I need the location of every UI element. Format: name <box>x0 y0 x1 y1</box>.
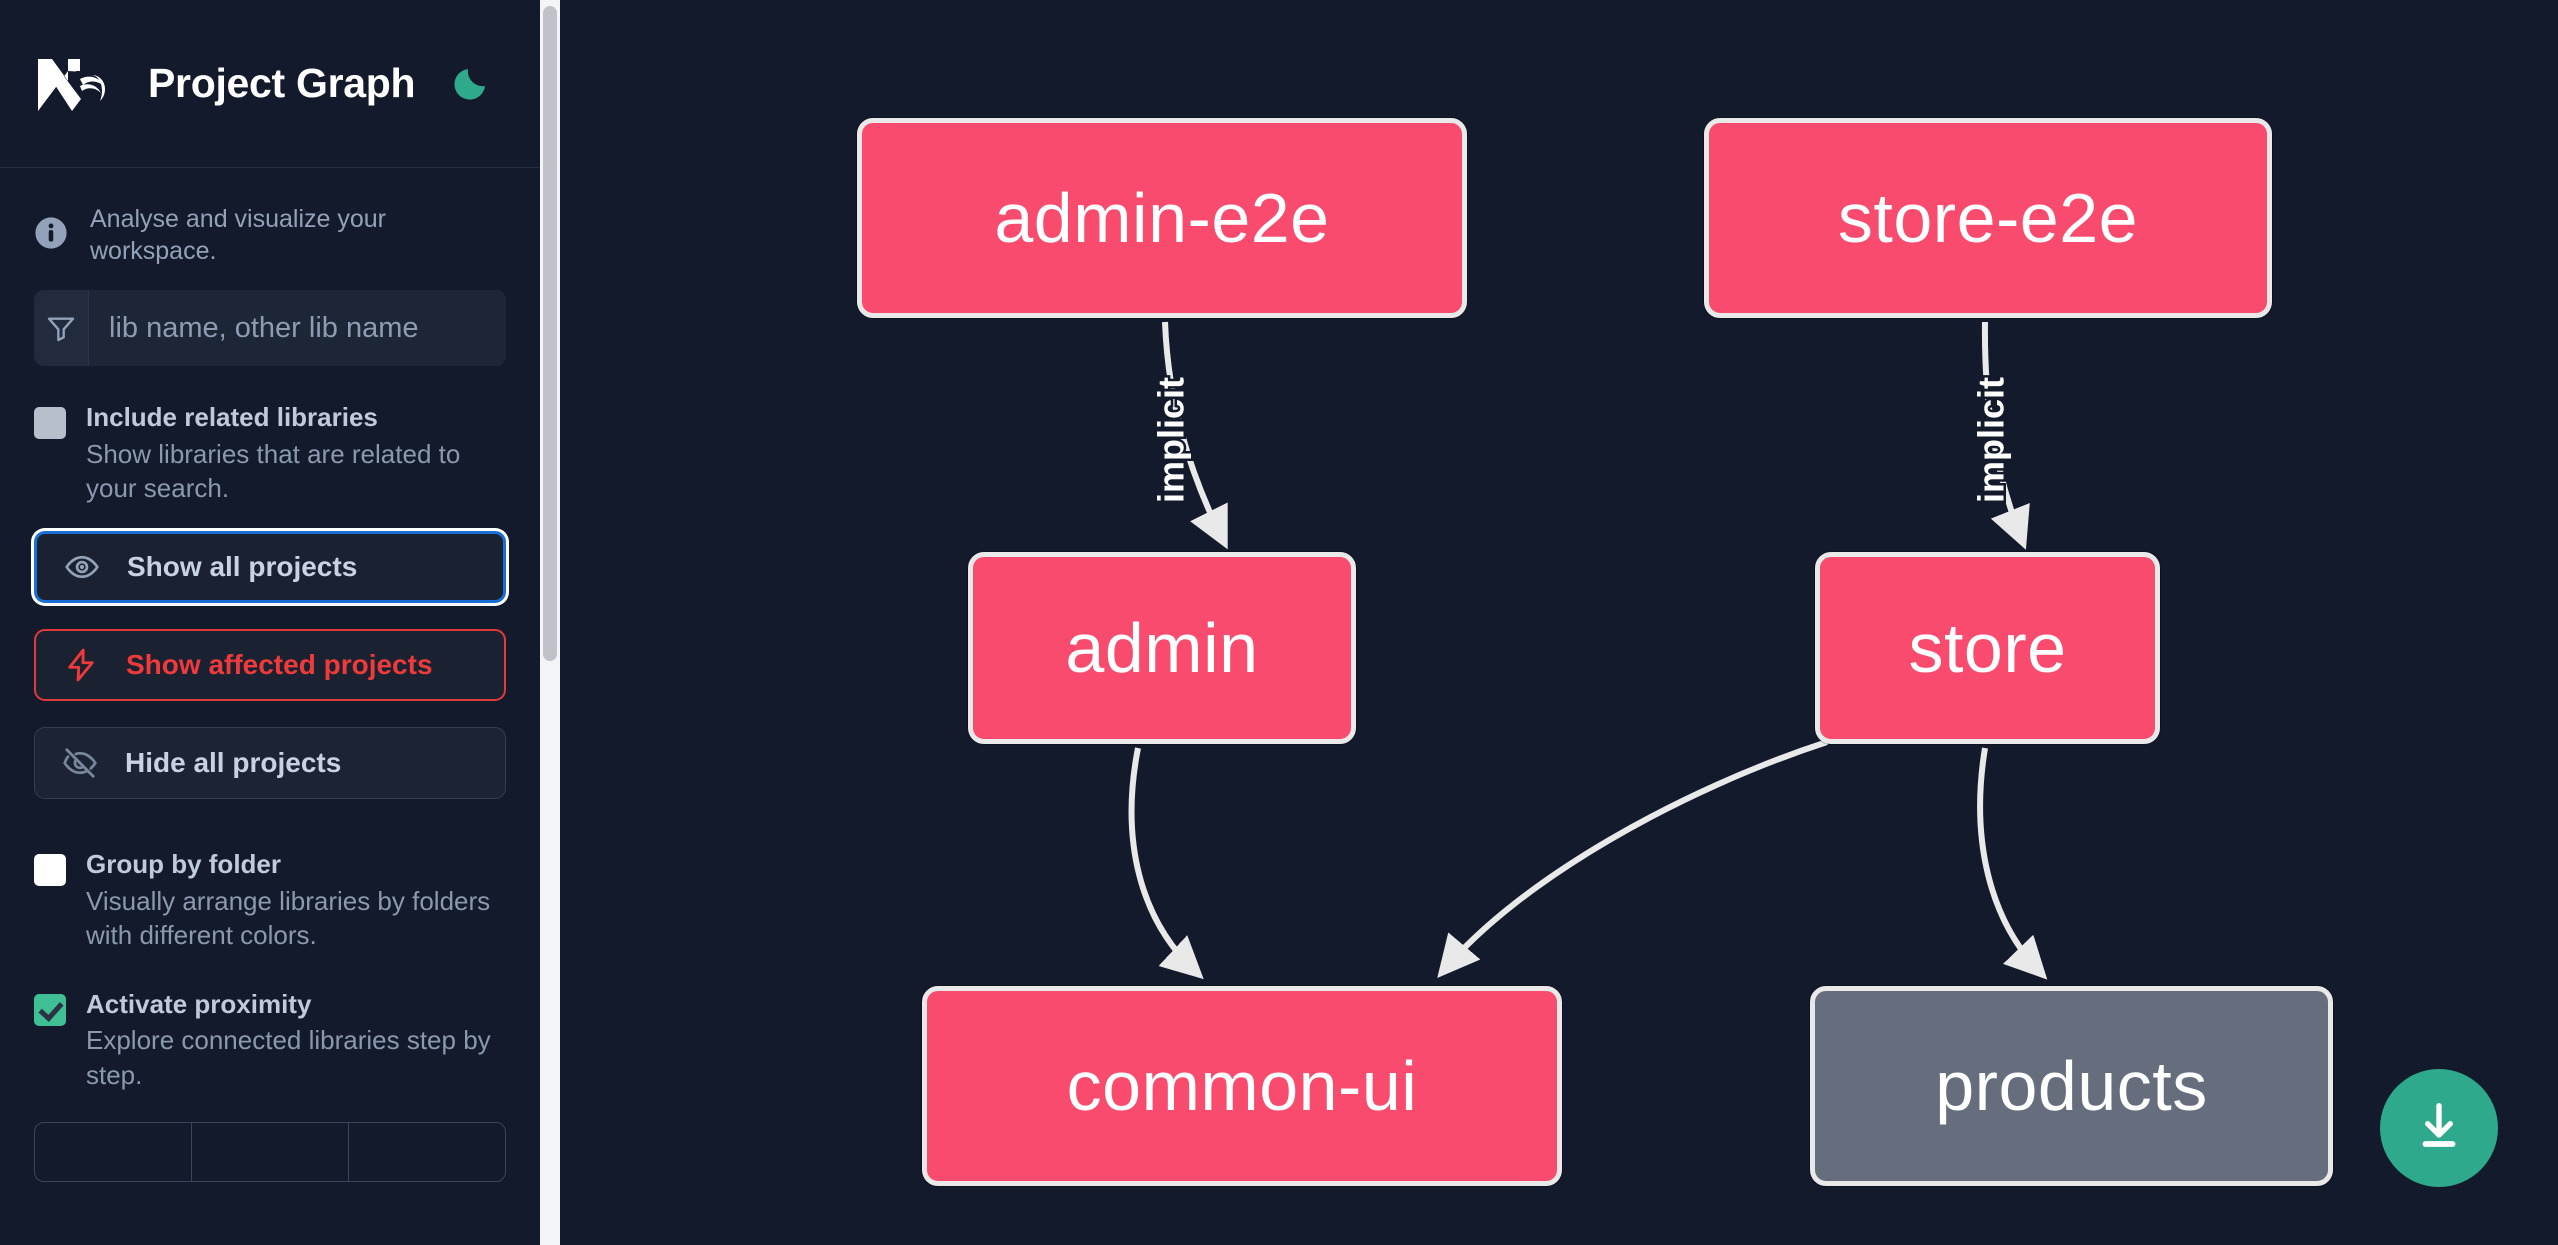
option-activate-proximity[interactable]: Activate proximity Explore connected lib… <box>34 989 506 1092</box>
option-description: Show libraries that are related to your … <box>86 438 461 504</box>
group-by-folder-checkbox[interactable] <box>34 854 66 887</box>
graph-node-store[interactable]: store <box>1815 552 2160 744</box>
nx-logo <box>34 53 118 115</box>
segment-option[interactable] <box>349 1123 505 1181</box>
graph-node-products[interactable]: products <box>1810 986 2333 1186</box>
search-field[interactable] <box>34 290 506 366</box>
edge-label-text: implicit <box>1151 377 1192 503</box>
include-related-libraries-checkbox[interactable] <box>34 407 66 439</box>
edge-admin-to-common-ui[interactable] <box>1128 747 1204 980</box>
sidebar: Project Graph Analyse and visualize your… <box>0 0 560 1245</box>
show-all-projects-label: Show all projects <box>127 551 358 583</box>
option-include-related-libraries[interactable]: Include related libraries Show libraries… <box>34 402 506 505</box>
edge-label-admin-e2e-implicit: implicit <box>1148 374 1194 505</box>
info-icon <box>34 216 68 255</box>
hide-all-projects-button[interactable]: Hide all projects <box>34 727 506 800</box>
edge-store-e2e-to-store[interactable] <box>1981 321 2030 550</box>
sidebar-body: Include related libraries Show libraries… <box>0 290 540 1183</box>
filter-icon <box>34 290 89 366</box>
sidebar-scrollbar[interactable] <box>540 0 560 1245</box>
graph-canvas[interactable]: implicit implicit admin-e2e store-e2e ad… <box>560 0 2558 1245</box>
graph-edges-layer: implicit implicit <box>1128 321 2048 980</box>
show-all-projects-button[interactable]: Show all projects <box>34 531 506 604</box>
option-description: Explore connected libraries step by step… <box>86 1025 491 1090</box>
edge-label-text: implicit <box>1971 377 2012 503</box>
option-text-block: Activate proximity Explore connected lib… <box>86 989 506 1092</box>
option-group-by-folder[interactable]: Group by folder Visually arrange librari… <box>34 849 506 952</box>
bolt-icon <box>62 646 100 684</box>
segment-option[interactable] <box>35 1123 192 1182</box>
option-title: Include related libraries <box>86 402 378 432</box>
edge-admin-e2e-to-admin[interactable] <box>1162 321 1228 550</box>
graph-node-label: store <box>1908 609 2067 687</box>
graph-node-label: admin-e2e <box>994 179 1330 257</box>
graph-node-label: admin <box>1065 609 1259 687</box>
edge-label-store-e2e-implicit: implicit <box>1968 374 2014 505</box>
graph-node-admin-e2e[interactable]: admin-e2e <box>857 118 1467 318</box>
segment-option[interactable] <box>192 1123 349 1182</box>
edge-store-to-common-ui[interactable] <box>1437 739 1828 979</box>
page-title: Project Graph <box>148 60 416 106</box>
graph-node-store-e2e[interactable]: store-e2e <box>1704 118 2272 318</box>
moon-icon[interactable] <box>447 61 493 107</box>
workspace-note: Analyse and visualize your workspace. <box>0 168 540 268</box>
graph-node-label: common-ui <box>1066 1047 1418 1125</box>
download-graph-button[interactable] <box>2380 1069 2498 1187</box>
show-affected-projects-label: Show affected projects <box>126 649 433 681</box>
sidebar-scroll-region: Project Graph Analyse and visualize your… <box>0 0 540 1245</box>
workspace-note-text: Analyse and visualize your workspace. <box>90 204 386 266</box>
graph-node-common-ui[interactable]: common-ui <box>922 986 1562 1186</box>
sidebar-header: Project Graph <box>0 0 540 168</box>
download-icon <box>2412 1099 2466 1158</box>
show-affected-projects-button[interactable]: Show affected projects <box>34 629 506 702</box>
edge-store-to-products[interactable] <box>1977 747 2048 980</box>
graph-node-label: store-e2e <box>1837 179 2139 257</box>
hide-all-projects-label: Hide all projects <box>125 747 342 779</box>
search-input[interactable] <box>89 290 506 366</box>
activate-proximity-checkbox[interactable] <box>34 993 66 1026</box>
sidebar-scrollbar-thumb[interactable] <box>543 6 557 661</box>
option-text-block: Group by folder Visually arrange librari… <box>86 849 506 952</box>
proximity-step-segmented-control[interactable] <box>34 1122 506 1183</box>
graph-node-label: products <box>1935 1047 2208 1125</box>
option-text-block: Include related libraries Show libraries… <box>86 402 506 505</box>
eye-icon <box>63 548 101 586</box>
option-title: Group by folder <box>86 849 281 880</box>
graph-node-admin[interactable]: admin <box>968 552 1356 744</box>
option-description: Visually arrange libraries by folders wi… <box>86 886 491 951</box>
option-title: Activate proximity <box>86 988 312 1019</box>
eye-off-icon <box>61 744 99 782</box>
